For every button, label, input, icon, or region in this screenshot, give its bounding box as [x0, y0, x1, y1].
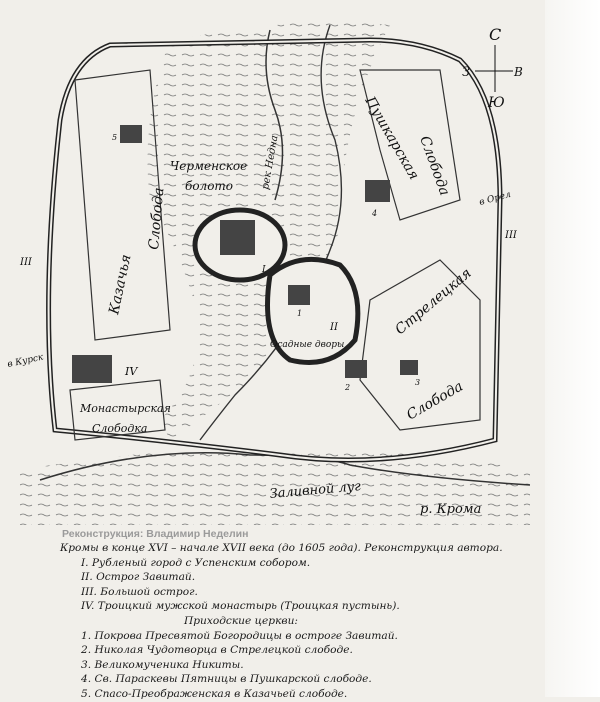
label-streletskaya-2: Слобода	[404, 378, 466, 423]
compass-south: Ю	[487, 95, 505, 111]
compass-north: С	[489, 25, 501, 44]
church-2	[345, 360, 367, 378]
compass-east: В	[513, 65, 523, 79]
church-label-4: 4	[371, 209, 377, 218]
label-monastyrskaya: Монастырская	[79, 402, 171, 415]
meadow-area	[20, 447, 530, 525]
label-swamp: Черменское	[170, 159, 247, 173]
church-label-2: 2	[344, 383, 350, 392]
label-to-kursk: в Курск	[7, 352, 45, 369]
caption-church: 5. Спасо-Преображенская в Казачьей слобо…	[81, 687, 348, 700]
kazachya-quarter	[74, 69, 171, 341]
credit-line: Реконструкция: Владимир Неделин	[62, 528, 249, 540]
label-swamp-2: болото	[185, 179, 233, 193]
map-caption: Кромы в конце XVI – начале XVII века (до…	[60, 541, 503, 702]
label-numeral-iv: IV	[124, 365, 138, 378]
label-numeral-i: I	[261, 265, 266, 275]
page-edge	[545, 0, 600, 697]
compass-west: З	[462, 65, 470, 80]
label-pushkarskaya: Пушкарская	[361, 93, 422, 182]
caption-part: IV. Троицкий мужской монастырь (Троицкая…	[81, 600, 400, 613]
compass-rose: С Ю З В	[462, 25, 523, 111]
cathedral	[220, 220, 255, 255]
streletskaya-quarter	[359, 259, 481, 431]
caption-church: 4. Св. Параскевы Пятницы в Пушкарской сл…	[81, 673, 372, 686]
label-kazachya: Казачья	[106, 253, 134, 317]
label-numeral-ii: II	[329, 322, 339, 333]
pushkarskaya-quarter	[359, 69, 461, 221]
label-osadnye-dvory: Осадные дворы	[270, 340, 344, 350]
caption-church: 3. Великомученика Никиты.	[81, 658, 244, 671]
label-pushkarskaya-2: Слобода	[416, 134, 452, 198]
caption-title: Кромы в конце XVI – начале XVII века (до…	[60, 542, 503, 554]
label-kazachya-2: Слобода	[146, 187, 167, 250]
caption-part: II. Острог Завитай.	[81, 571, 196, 584]
label-numeral-iii-east: III	[504, 230, 518, 241]
label-streletskaya: Стрелецкая	[392, 265, 474, 338]
label-monastyrskaya-2: Слободка	[92, 422, 147, 435]
caption-church: 1. Покрова Пресвятой Богородицы в острог…	[81, 629, 398, 642]
church-label-3: 3	[415, 378, 420, 387]
church-label-5: 5	[112, 133, 117, 142]
label-river-kroma: р. Крома	[420, 502, 481, 517]
church-4	[365, 180, 390, 202]
caption-part: III. Большой острог.	[81, 585, 198, 598]
caption-part: I. Рубленый город с Успенским собором.	[81, 556, 311, 569]
label-to-orel: в Орел	[478, 190, 512, 208]
historical-map: С Ю З В Черменское болото рек Недна Пушк…	[7, 20, 531, 525]
bolshoy-ostrog-wall-inner	[47, 38, 502, 461]
label-numeral-iii: III	[19, 257, 33, 268]
church-1	[288, 285, 310, 305]
church-5	[120, 125, 142, 143]
caption-church: 2. Николая Чудотворца в Стрелецкой слобо…	[81, 644, 353, 657]
stream-nedna	[265, 29, 284, 201]
church-3	[400, 360, 418, 375]
monastery-iv	[72, 355, 112, 383]
monastyrskaya-quarter	[69, 379, 166, 441]
churches-heading: Приходские церкви:	[184, 614, 298, 627]
river-channel	[199, 24, 343, 441]
church-label-1: 1	[297, 309, 302, 318]
